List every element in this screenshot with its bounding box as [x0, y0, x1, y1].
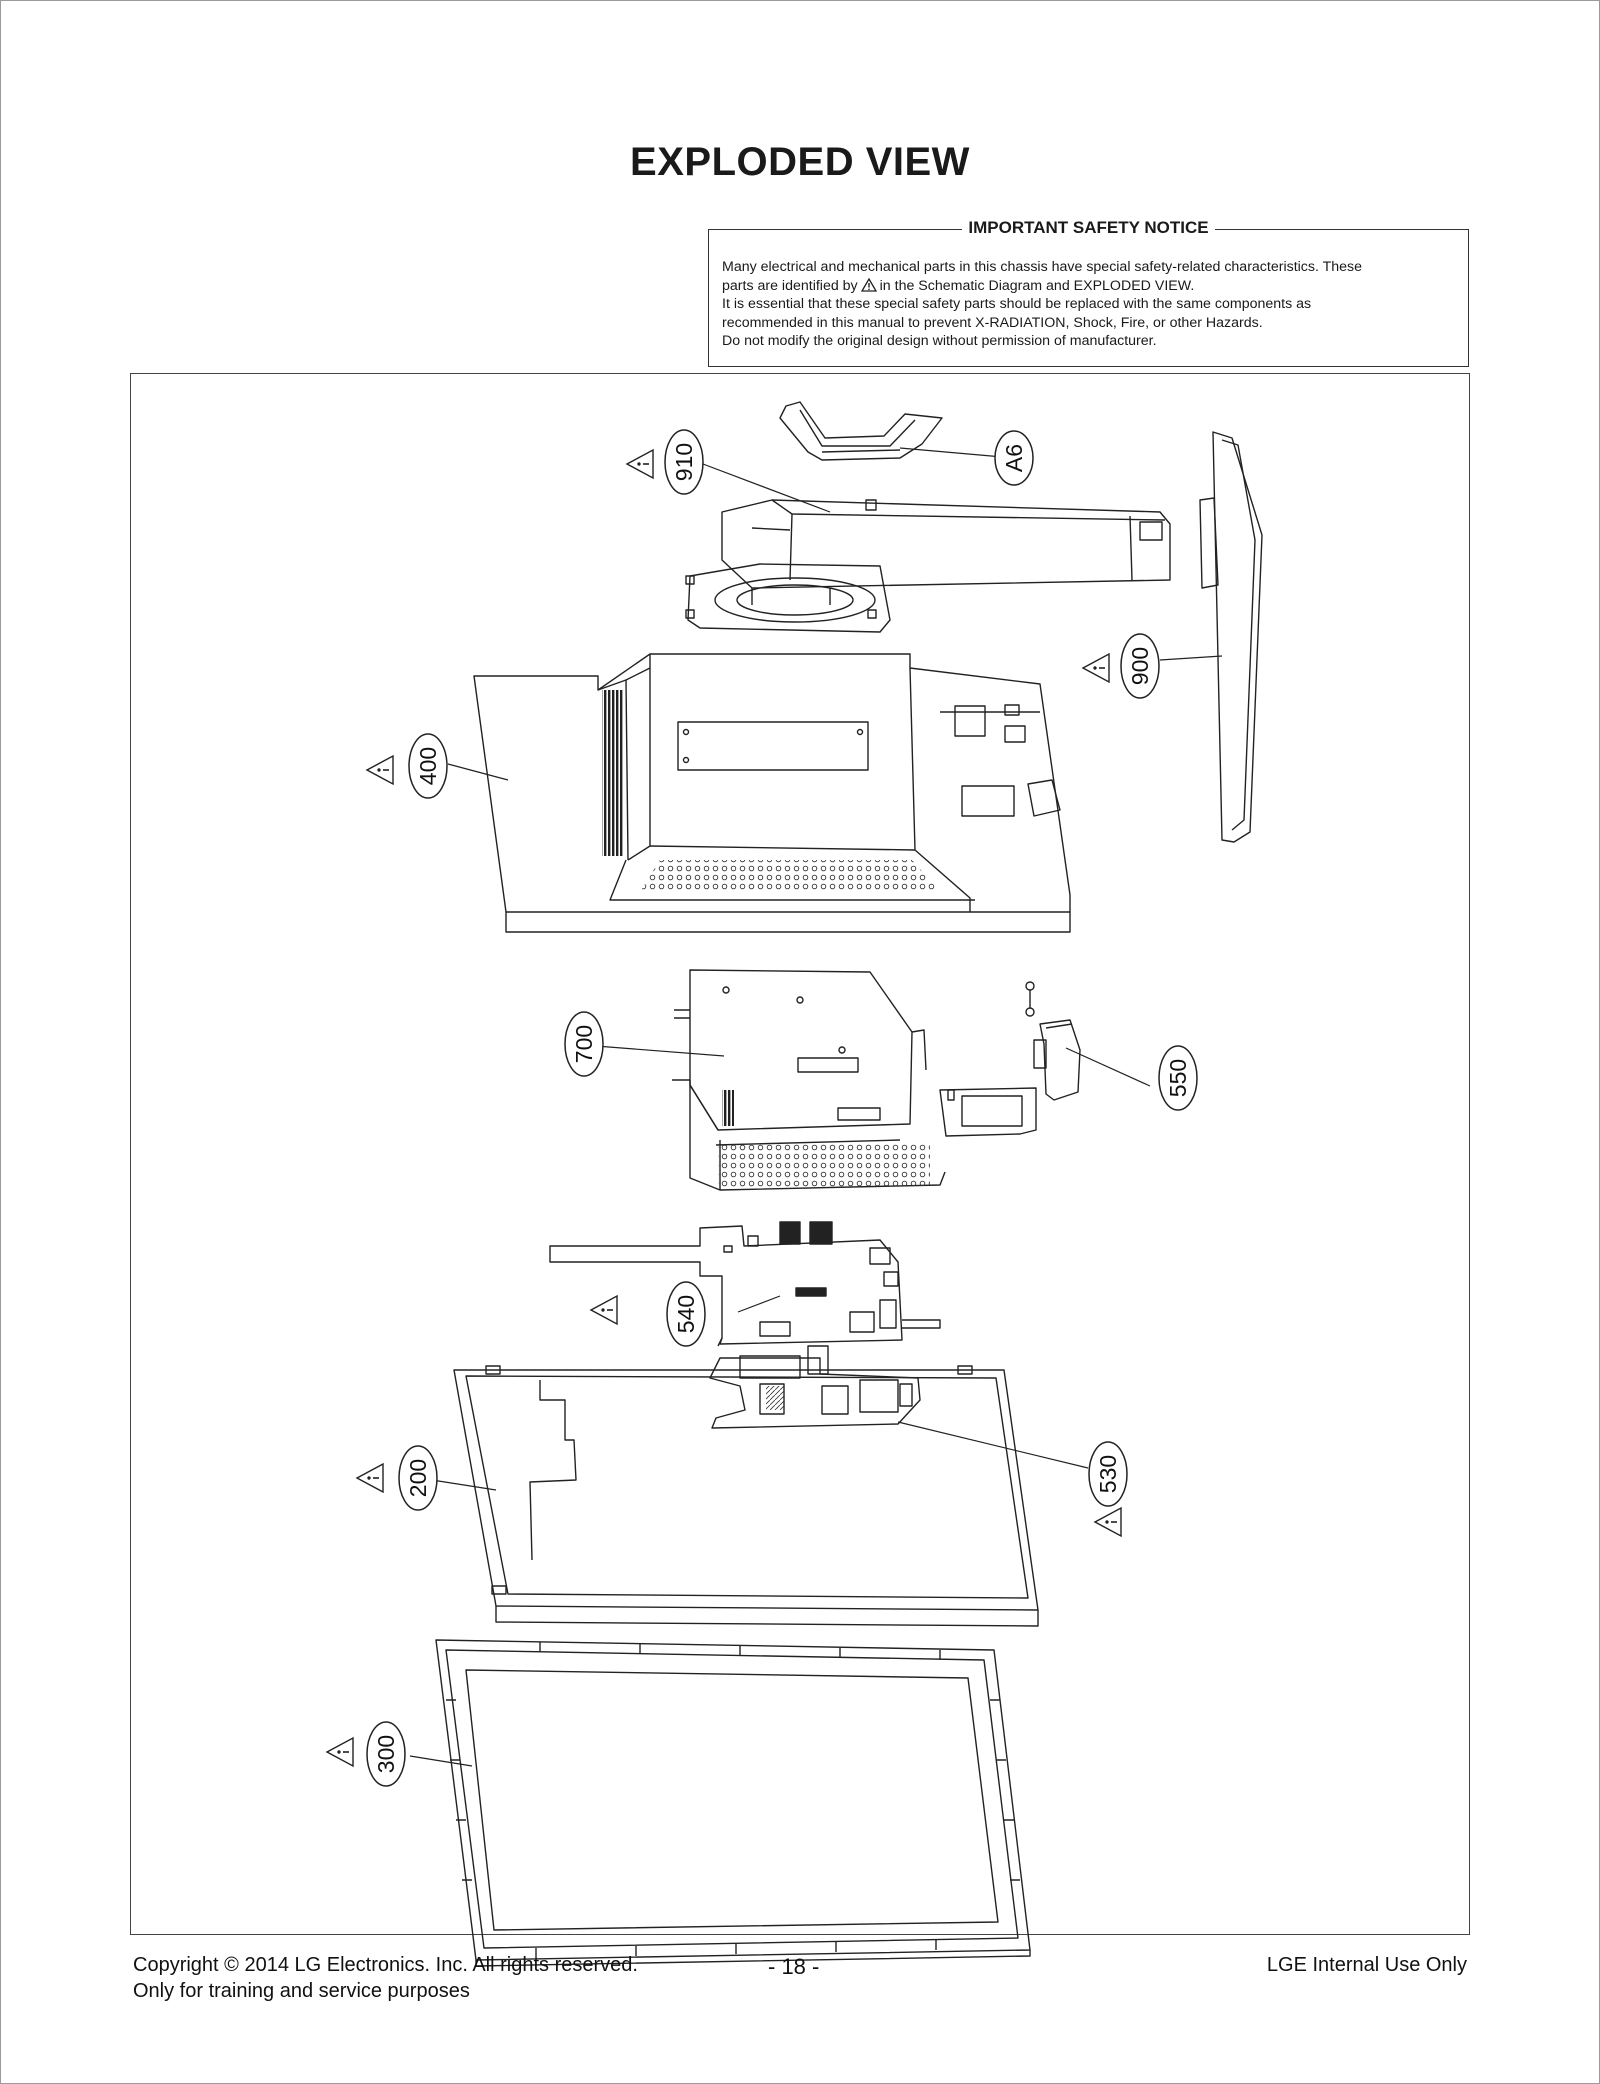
part-400-drawing	[473, 653, 1071, 933]
part-700-drawing	[672, 969, 1037, 1191]
warning-triangle-icon	[860, 277, 877, 292]
warning-triangle-icon	[355, 1462, 384, 1494]
footer-internal: LGE Internal Use Only	[1266, 1954, 1467, 1976]
warning-triangle-icon	[1081, 652, 1110, 684]
notice-line-3: It is essential that these special safet…	[722, 296, 1312, 313]
callout-300: 300	[366, 1721, 406, 1787]
notice-line-4: recommended in this manual to prevent X-…	[722, 314, 1263, 331]
warning-triangle-icon	[589, 1294, 618, 1326]
callout-a6: A6	[994, 430, 1034, 486]
warning-triangle-icon	[625, 448, 654, 480]
callout-200: 200	[398, 1445, 438, 1511]
part-550-drawing	[1025, 981, 1081, 1101]
footer-copyright: Copyright © 2014 LG Electronics. Inc. Al…	[133, 1954, 638, 1976]
callout-400-label: 400	[415, 747, 441, 785]
callout-550-label: 550	[1165, 1059, 1191, 1097]
callout-910: 910	[664, 429, 704, 495]
callout-700: 700	[564, 1011, 604, 1077]
callout-200-label: 200	[405, 1459, 431, 1497]
warning-triangle-icon	[365, 754, 394, 786]
callout-540: 540	[666, 1281, 706, 1347]
notice-line-1: Many electrical and mechanical parts in …	[722, 259, 1363, 275]
footer-purpose: Only for training and service purposes	[133, 1980, 470, 2002]
notice-line-2: parts are identified by in the Schematic …	[722, 277, 1455, 296]
part-a6-drawing	[779, 401, 943, 511]
footer-page-number: - 18 -	[768, 1954, 820, 1979]
part-530-drawing	[709, 1345, 921, 1429]
callout-900: 900	[1120, 633, 1160, 699]
callout-540-label: 540	[673, 1295, 699, 1333]
part-900-drawing	[1199, 431, 1263, 843]
callout-a6-label: A6	[1001, 444, 1027, 472]
safety-notice-heading: IMPORTANT SAFETY NOTICE	[962, 218, 1215, 237]
safety-notice-body: Many electrical and mechanical parts in …	[722, 258, 1455, 351]
warning-triangle-icon	[325, 1736, 354, 1768]
callout-910-label: 910	[671, 443, 697, 481]
callout-530: 530	[1088, 1441, 1128, 1507]
part-300-drawing	[435, 1639, 1031, 1967]
callout-530-label: 530	[1095, 1455, 1121, 1493]
warning-triangle-icon	[1093, 1506, 1122, 1538]
safety-notice-box: IMPORTANT SAFETY NOTICE Many electrical …	[708, 218, 1469, 367]
notice-line-2b: in the Schematic Diagram and EXPLODED VI…	[879, 277, 1195, 294]
part-200-drawing	[453, 1365, 1039, 1627]
callout-900-label: 900	[1127, 647, 1153, 685]
page-title: EXPLODED VIEW	[630, 140, 970, 184]
diagram-frame	[130, 373, 1470, 1935]
callout-300-label: 300	[373, 1735, 399, 1773]
notice-line-2a: parts are identified by	[722, 277, 858, 294]
leader-lines	[409, 447, 1223, 1767]
safety-notice-heading-wrap: IMPORTANT SAFETY NOTICE	[709, 218, 1468, 238]
part-910-drawing	[685, 499, 1171, 633]
callout-700-label: 700	[571, 1025, 597, 1063]
callout-400: 400	[408, 733, 448, 799]
part-540-drawing	[549, 1221, 941, 1347]
callout-550: 550	[1158, 1045, 1198, 1111]
notice-line-5: Do not modify the original design withou…	[722, 333, 1157, 350]
